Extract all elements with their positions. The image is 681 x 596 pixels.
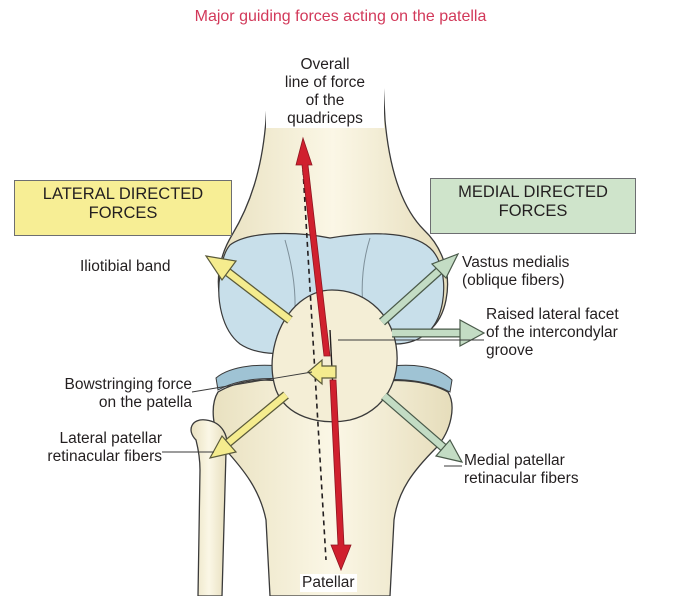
bowstring-label: Bowstringing force on the patella (64, 376, 192, 411)
diagram-title: Major guiding forces acting on the patel… (194, 8, 487, 25)
vastus-medialis-arrow (378, 252, 460, 326)
bowstring-arrow (307, 358, 337, 386)
raised-facet-arrow (392, 318, 486, 348)
meniscus-medial (379, 364, 453, 393)
medial-retinacular-arrow (381, 392, 464, 463)
iliotibial-arrow (204, 255, 293, 324)
quadriceps-force-arrow (295, 136, 331, 357)
iliotibial-label: Iliotibial band (80, 258, 171, 275)
medial-retinacular-label: Medial patellar retinacular fibers (464, 452, 579, 487)
lateral-retinacular-label: Lateral patellar retinacular fibers (47, 430, 162, 465)
lateral-retinacular-arrow (208, 391, 289, 459)
medial-forces-box: MEDIAL DIRECTED FORCES (430, 178, 636, 234)
fibula (190, 419, 228, 596)
lateral-forces-box: LATERAL DIRECTED FORCES (14, 180, 232, 236)
patellar-label: Patellar (300, 574, 357, 592)
vastus-medialis-label: Vastus medialis (oblique fibers) (462, 254, 570, 289)
patellar-force-arrow (329, 379, 352, 572)
quadriceps-label: Overall line of force of the quadriceps (266, 56, 384, 128)
raised-facet-label: Raised lateral facet of the intercondyla… (486, 306, 619, 359)
bowstring-leader (191, 371, 313, 393)
quadriceps-line-dashed (302, 169, 327, 561)
